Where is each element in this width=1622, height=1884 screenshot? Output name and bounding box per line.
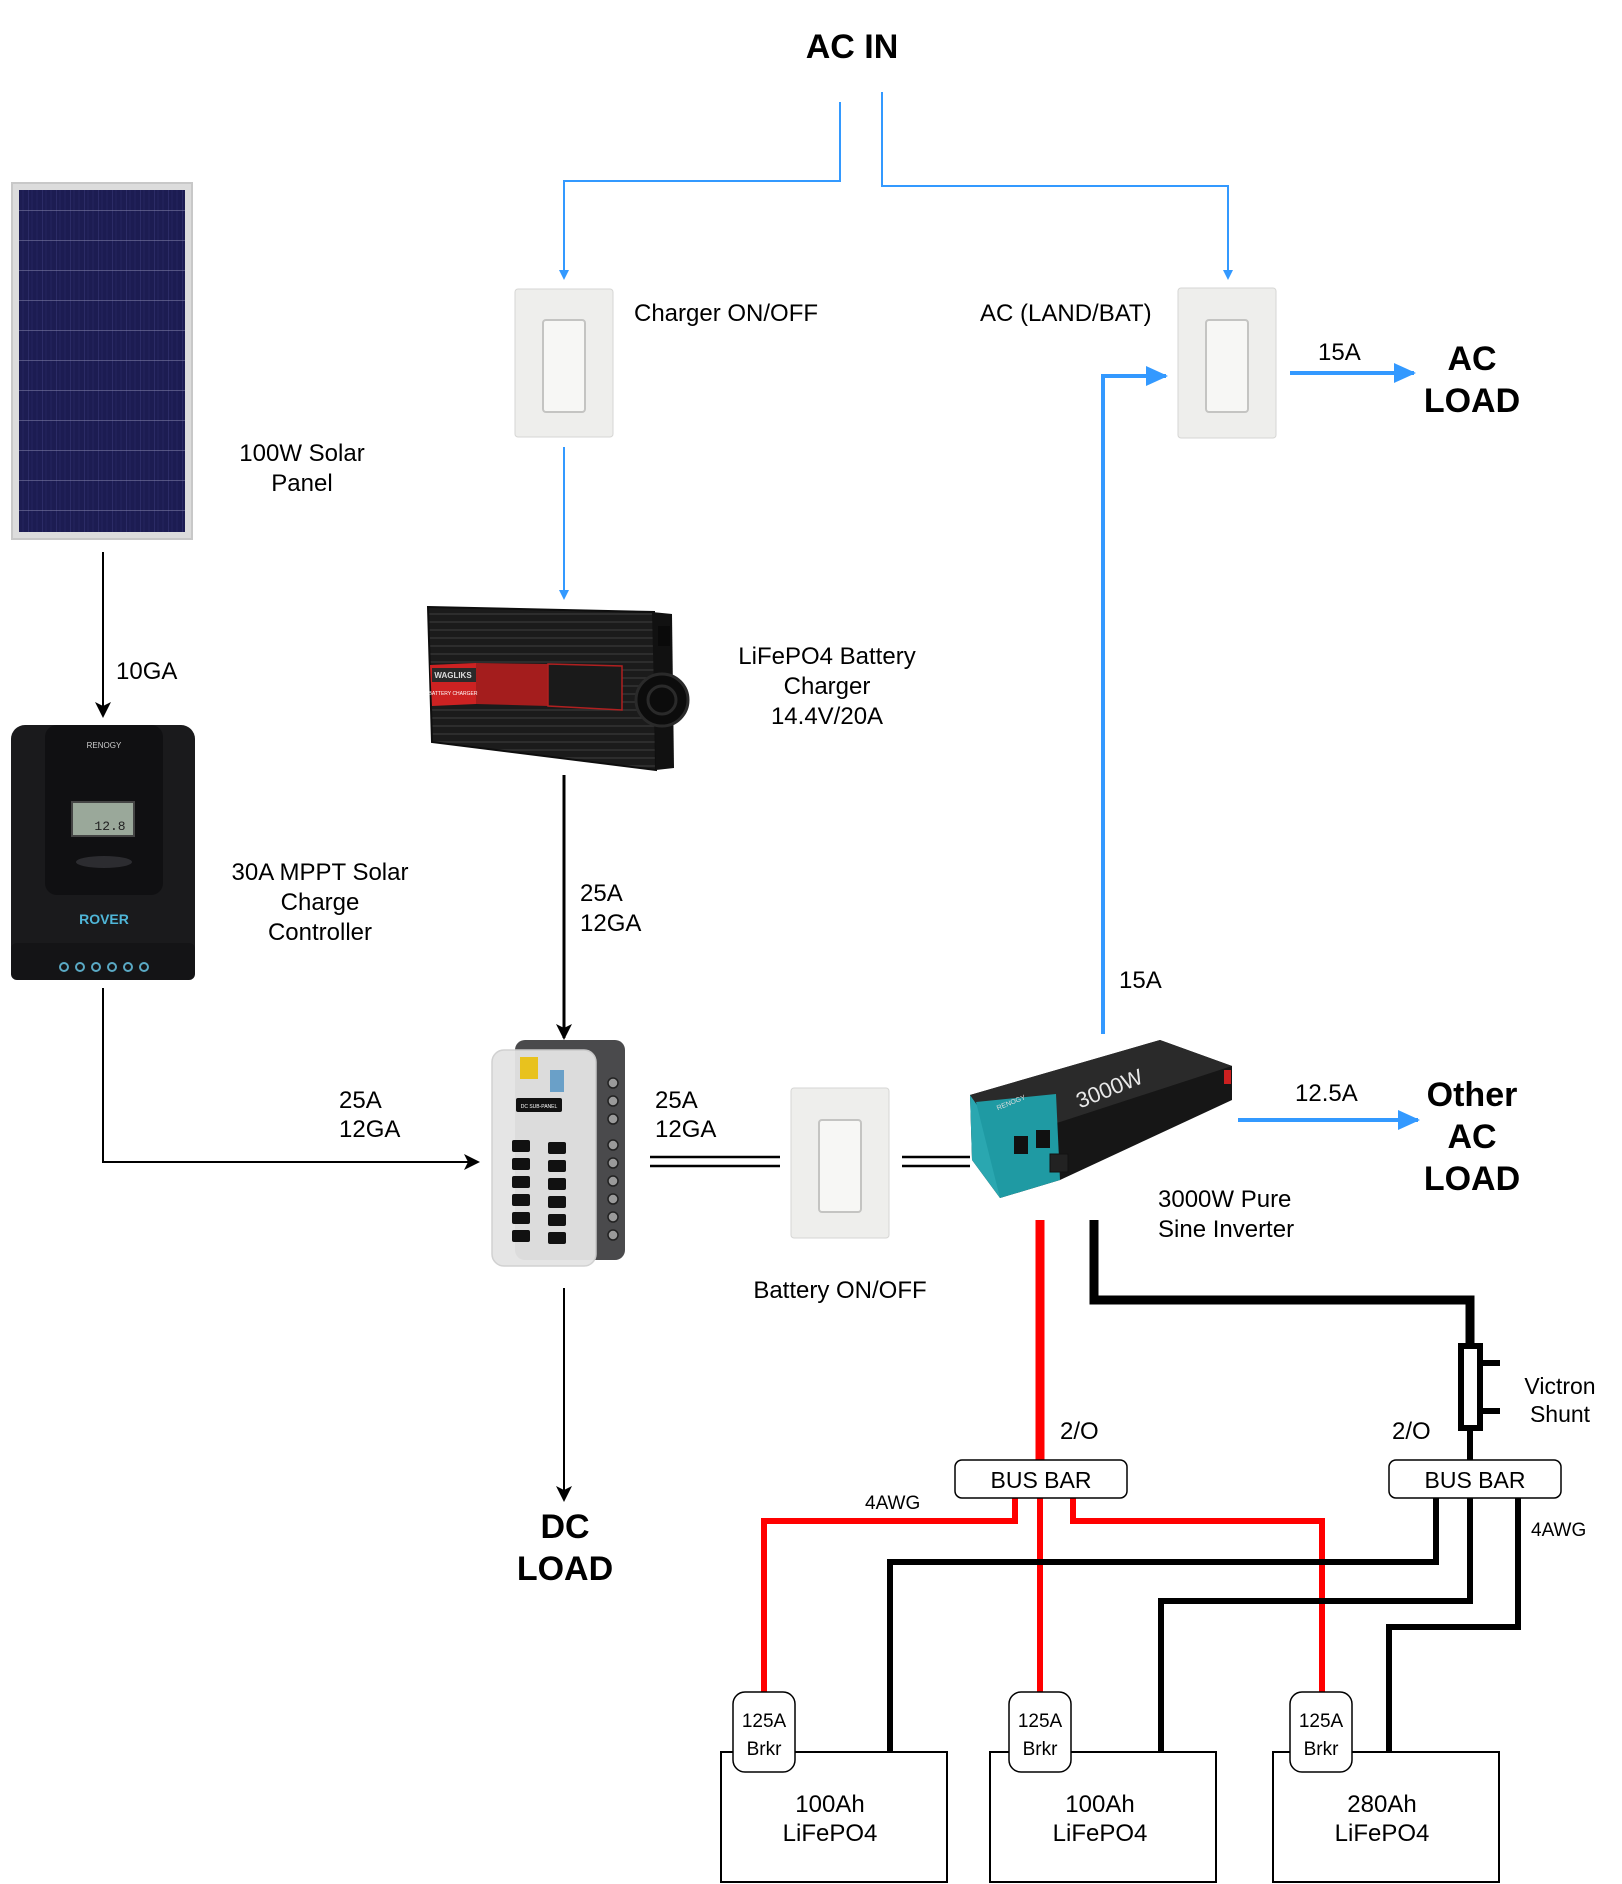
charger-switch-image[interactable]: [514, 288, 614, 438]
battery-2-chemistry: LiFePO4: [1053, 1820, 1148, 1847]
solar-to-mppt-gauge-label: 10GA: [116, 658, 177, 685]
negative-cables: [887, 1220, 1521, 1755]
inverter-to-ac-switch-amp-label: 15A: [1119, 967, 1162, 994]
fuse-block-image: DC SUB-PANEL: [491, 1040, 625, 1267]
charger-switch-label: Charger ON/OFF: [634, 300, 818, 327]
ac-switch-label: AC (LAND/BAT): [980, 300, 1152, 327]
charger-label-line2: Charger: [784, 673, 871, 700]
neg-branch-battery-1: [887, 1490, 1439, 1755]
fuse-to-switch-gauge-label: 12GA: [655, 1116, 716, 1143]
battery-3-chemistry: LiFePO4: [1335, 1820, 1430, 1847]
ac-switch-image[interactable]: [1177, 287, 1277, 439]
neg-branch-battery-2: [1158, 1490, 1473, 1755]
charger-to-fuse-amp-label: 25A: [580, 880, 623, 907]
battery-1-chemistry: LiFePO4: [783, 1820, 878, 1847]
ac-output-wires: [1101, 363, 1420, 1130]
mppt-label-line1: 30A MPPT Solar: [232, 859, 409, 886]
fuse-block-panel-label: DC SUB-PANEL: [521, 1104, 558, 1110]
battery-3: 280Ah LiFePO4 125A Brkr: [1272, 1691, 1500, 1883]
ac-in-wires: [559, 92, 1233, 600]
shunt-label-line1: Victron: [1524, 1373, 1595, 1399]
charger-sticker-text: BATTERY CHARGER: [429, 691, 478, 697]
mppt-label-line2: Charge: [281, 889, 360, 916]
battery-1: 100Ah LiFePO4 125A Brkr: [720, 1691, 948, 1883]
battery-3-breaker-label: Brkr: [1304, 1739, 1340, 1760]
mppt-brand: RENOGY: [87, 741, 122, 750]
battery-switch-label: Battery ON/OFF: [753, 1277, 926, 1304]
ac-load-line2: LOAD: [1424, 382, 1520, 420]
bus-bar-negative: BUS BAR: [1388, 1459, 1562, 1499]
solar-panel-label-line2: Panel: [271, 470, 332, 497]
dc-load-line1: DC: [540, 1508, 589, 1546]
battery-3-breaker-rating: 125A: [1299, 1711, 1344, 1732]
mppt-to-fuse-amp-label: 25A: [339, 1087, 382, 1114]
battery-2-breaker: [1008, 1691, 1072, 1773]
battery-2: 100Ah LiFePO4 125A Brkr: [989, 1691, 1217, 1883]
bus-bar-negative-label: BUS BAR: [1425, 1467, 1526, 1493]
dc-wires: [95, 552, 970, 1502]
positive-main-gauge-label: 2/O: [1060, 1418, 1099, 1445]
ac-in-to-charger-switch-wire: [559, 102, 841, 280]
battery-1-breaker-rating: 125A: [742, 1711, 787, 1732]
mppt-model: ROVER: [79, 911, 129, 927]
charger-brand: WAGLIKS: [434, 671, 472, 680]
neg-branch-battery-3: [1386, 1490, 1521, 1755]
positive-branch-gauge-label: 4AWG: [865, 1493, 920, 1514]
battery-1-breaker: [732, 1691, 796, 1773]
bus-bar-positive: BUS BAR: [954, 1459, 1128, 1499]
bus-bar-positive-label: BUS BAR: [991, 1467, 1092, 1493]
mppt-to-fuse-gauge-label: 12GA: [339, 1116, 400, 1143]
inverter-image: 3000W RENOGY: [970, 1040, 1232, 1198]
dc-load-line2: LOAD: [517, 1550, 613, 1588]
other-ac-load-line1: Other: [1427, 1076, 1518, 1114]
solar-panel-image: [11, 182, 193, 540]
negative-branch-gauge-label: 4AWG: [1531, 1520, 1586, 1541]
negative-main-gauge-label: 2/O: [1392, 1418, 1431, 1445]
mppt-display-value: 12.8: [94, 819, 125, 834]
battery-2-breaker-rating: 125A: [1018, 1711, 1063, 1732]
inverter-label-line2: Sine Inverter: [1158, 1216, 1294, 1243]
battery-2-breaker-label: Brkr: [1023, 1739, 1059, 1760]
mppt-label-line3: Controller: [268, 919, 372, 946]
inverter-negative-main-cable: [1089, 1220, 1475, 1346]
pos-branch-battery-3: [1070, 1490, 1325, 1697]
shunt-label-line2: Shunt: [1530, 1401, 1591, 1427]
charger-to-fuse-gauge-label: 12GA: [580, 910, 641, 937]
battery-2-capacity: 100Ah: [1065, 1791, 1134, 1818]
charger-label-line1: LiFePO4 Battery: [738, 643, 915, 670]
charger-label-line3: 14.4V/20A: [771, 703, 883, 730]
inverter-to-ac-switch-wire: [1101, 366, 1168, 1034]
mppt-to-fuse-block-wire: [102, 988, 480, 1170]
inverter-label-line1: 3000W Pure: [1158, 1186, 1291, 1213]
battery-3-capacity: 280Ah: [1347, 1791, 1416, 1818]
mppt-controller-image: RENOGY 12.8 ROVER: [11, 725, 195, 980]
battery-charger-image: WAGLIKS BATTERY CHARGER: [426, 605, 690, 772]
ac-in-title: AC IN: [806, 28, 899, 66]
positive-cables: [761, 1220, 1325, 1697]
battery-1-capacity: 100Ah: [795, 1791, 864, 1818]
ac-in-to-ac-switch-wire: [881, 92, 1233, 280]
pos-branch-battery-1: [761, 1490, 1018, 1697]
battery-switch-image[interactable]: [790, 1087, 890, 1239]
ac-switch-to-load-amp-label: 15A: [1318, 339, 1361, 366]
inverter-to-other-load-amp-label: 12.5A: [1295, 1080, 1358, 1107]
ac-load-line1: AC: [1447, 340, 1496, 378]
victron-shunt: [1458, 1343, 1500, 1431]
other-ac-load-line3: LOAD: [1424, 1160, 1520, 1198]
fuse-to-switch-amp-label: 25A: [655, 1087, 698, 1114]
solar-panel-label-line1: 100W Solar: [239, 440, 364, 467]
battery-3-breaker: [1289, 1691, 1353, 1773]
battery-1-breaker-label: Brkr: [747, 1739, 783, 1760]
other-ac-load-line2: AC: [1447, 1118, 1496, 1156]
